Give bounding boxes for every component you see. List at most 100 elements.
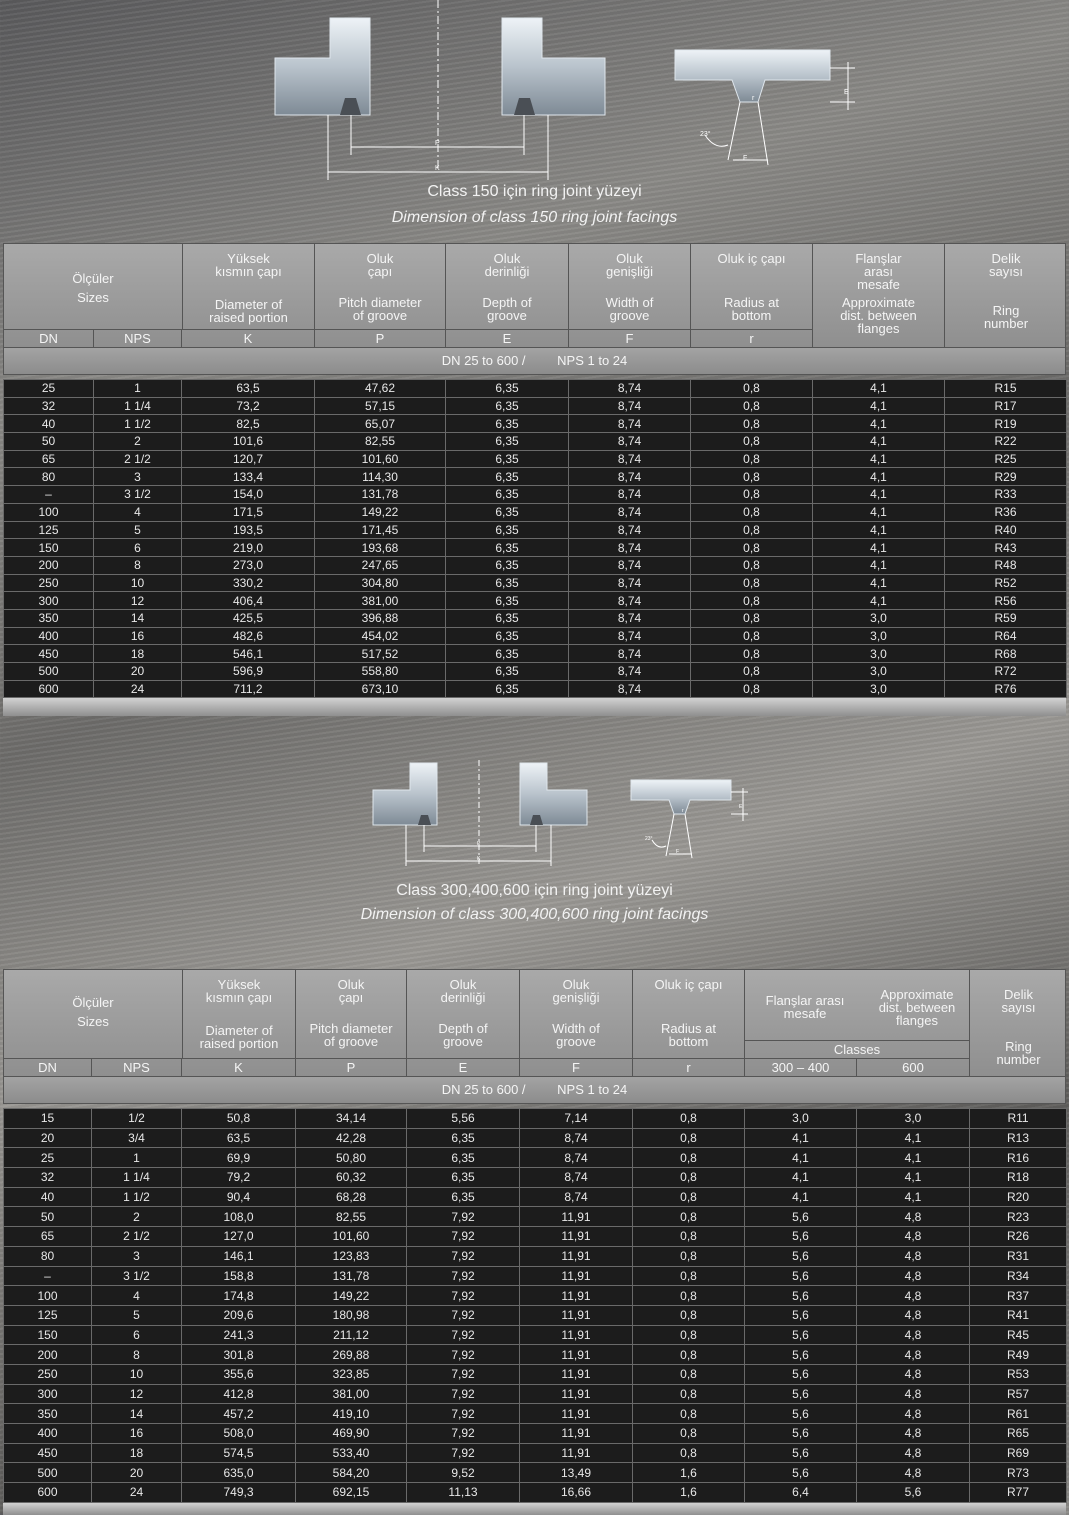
table-cell: 5,6	[744, 1442, 857, 1464]
table-cell: 8,74	[568, 538, 691, 557]
table-cell: 4,1	[812, 502, 945, 522]
table-cell: 8,74	[568, 591, 691, 610]
table-cell: 18	[91, 1442, 182, 1464]
table-cell: 7,92	[406, 1423, 520, 1444]
table-cell: 101,60	[314, 449, 446, 469]
table-cell: 11,91	[519, 1363, 633, 1385]
table-cell: 65,07	[314, 414, 446, 434]
table-cell: R69	[969, 1442, 1067, 1464]
diagram-label-k: K	[435, 165, 440, 172]
table-cell: 4,1	[744, 1127, 857, 1149]
table-cell: 0,8	[690, 379, 813, 398]
table-cell: 4,1	[812, 555, 945, 575]
table-cell: 6,4	[744, 1482, 857, 1503]
table-cell: 406,4	[181, 591, 315, 610]
table-cell: 193,68	[314, 538, 446, 557]
table-cell: 5,6	[744, 1344, 857, 1365]
table-cell: 7,92	[406, 1442, 520, 1464]
table-cell: 0,8	[690, 679, 813, 699]
table-cell: 692,15	[295, 1482, 407, 1503]
table-cell: 533,40	[295, 1442, 407, 1464]
table-cell: 0,8	[632, 1423, 745, 1444]
table-cell: 125	[3, 520, 94, 540]
table-cell: 0,8	[632, 1324, 745, 1346]
table-cell: 60,32	[295, 1167, 407, 1188]
table-cell: R31	[969, 1245, 1067, 1267]
table-cell: R17	[944, 396, 1067, 416]
caption-150: Class 150 için ring joint yüzeyi Dimensi…	[0, 183, 1069, 227]
table-cell: 219,0	[181, 538, 315, 557]
table-cell: 65	[3, 449, 94, 469]
header2-p: Oluk çapı Pitch diameter of groove	[296, 970, 407, 1058]
table-cell: R53	[969, 1363, 1067, 1385]
table-cell: 0,8	[632, 1363, 745, 1385]
table-cell: 330,2	[181, 573, 315, 593]
table-cell: 7,92	[406, 1383, 520, 1405]
table-cell: 8,74	[568, 679, 691, 699]
table-cell: 584,20	[295, 1462, 407, 1484]
table-cell: 5,56	[406, 1108, 520, 1129]
table-cell: 0,8	[690, 485, 813, 504]
table-cell: 4,8	[856, 1304, 970, 1326]
table-cell: 400	[3, 1423, 92, 1444]
table-cell: 8,74	[568, 432, 691, 451]
flange-cross-section-diagram-300-600: P K	[372, 760, 588, 866]
table-cell: 247,65	[314, 555, 446, 575]
table-cell: 673,10	[314, 679, 446, 699]
table-cell: 8,74	[568, 662, 691, 681]
table-cell: 133,4	[181, 467, 315, 487]
table-cell: 180,98	[295, 1304, 407, 1326]
table-cell: 6,35	[445, 379, 569, 398]
table-cell: 3 1/2	[91, 1265, 182, 1287]
table-cell: 5	[91, 1304, 182, 1326]
table-cell: 4	[91, 1285, 182, 1306]
table-cell: 14	[93, 608, 182, 628]
table-cell: 6	[93, 538, 182, 557]
table-cell: 7,92	[406, 1265, 520, 1287]
table-cell: 4,1	[812, 467, 945, 487]
table-cell: 8,74	[568, 396, 691, 416]
diagram2-label-f: F	[676, 849, 679, 855]
table-cell: 16	[91, 1423, 182, 1444]
table-cell: 8,74	[568, 414, 691, 434]
table-cell: 355,6	[181, 1363, 296, 1385]
header2-sizes: Ölçüler Sizes	[72, 995, 114, 1029]
table-cell: R41	[969, 1304, 1067, 1326]
header2-f: Oluk genişliği Width of groove	[520, 970, 633, 1058]
table-cell: 1 1/2	[93, 414, 182, 434]
header-flange-dist: Flanşlar arası mesafe Approximate dist. …	[813, 244, 945, 347]
table-cell: 419,10	[295, 1403, 407, 1424]
table-cell: 6,35	[406, 1127, 520, 1149]
table-cell: 8	[91, 1344, 182, 1365]
table-cell: 4	[93, 502, 182, 522]
table-cell: R20	[969, 1186, 1067, 1208]
table-cell: R26	[969, 1226, 1067, 1247]
table-cell: 749,3	[181, 1482, 296, 1503]
diagram-label-p: P	[435, 140, 440, 147]
table-cell: 711,2	[181, 679, 315, 699]
groove-detail-diagram-150: E F r 23°	[674, 49, 855, 166]
table-cell: 0,8	[632, 1108, 745, 1129]
header-k: Yüksek kısmın çapı Diameter of raised po…	[182, 244, 315, 329]
table-cell: 171,5	[181, 502, 315, 522]
table-cell: 10	[91, 1363, 182, 1385]
table-cell: 79,2	[181, 1167, 296, 1188]
table-cell: 8,74	[568, 608, 691, 628]
table-cell: 4,8	[856, 1285, 970, 1306]
table-cell: 546,1	[181, 644, 315, 663]
table-cell: 450	[3, 644, 94, 663]
table-300-600-header: Ölçüler Sizes Yüksek kısmın çapı Diamete…	[3, 969, 1066, 1077]
table-cell: 635,0	[181, 1462, 296, 1484]
